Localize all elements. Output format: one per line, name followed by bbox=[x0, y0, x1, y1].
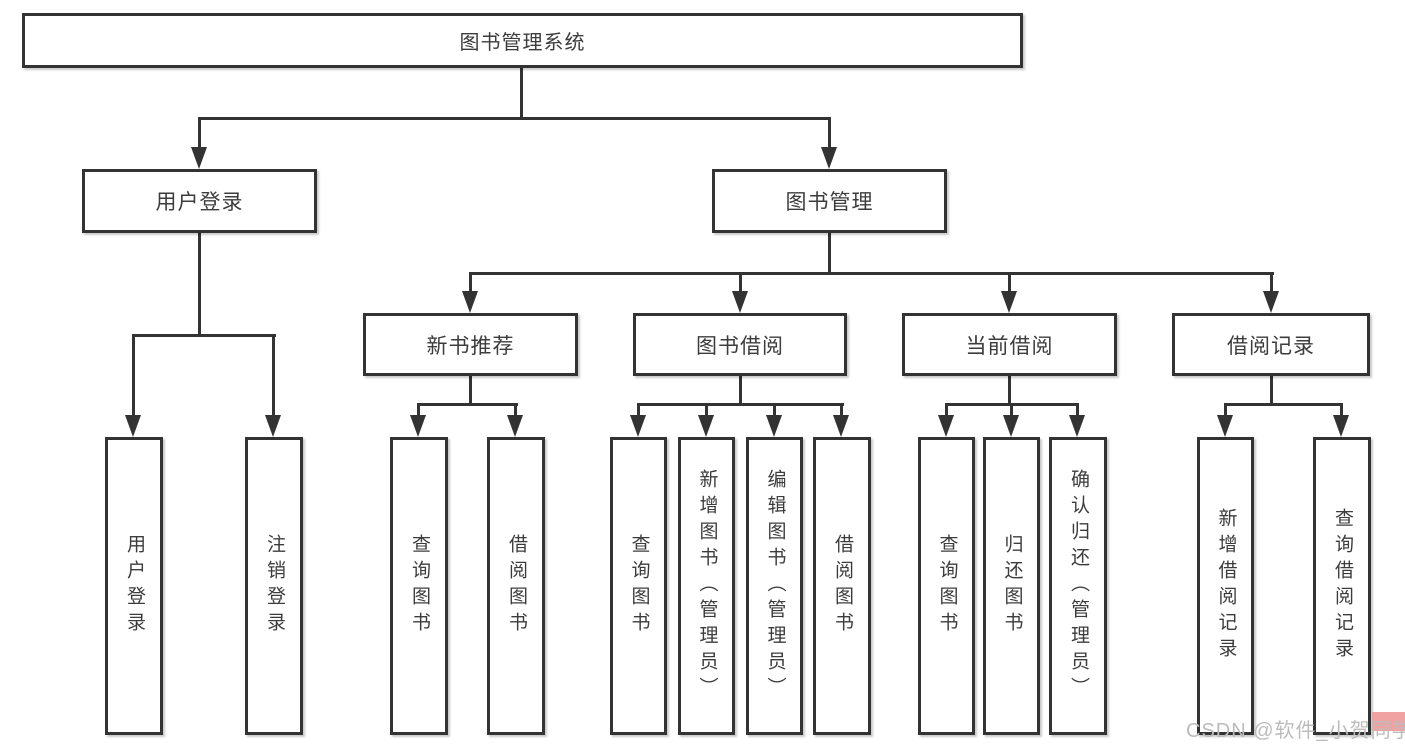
arrowhead-down bbox=[698, 415, 714, 437]
arrowhead-down bbox=[1217, 415, 1233, 437]
connector-line bbox=[132, 334, 135, 417]
arrowhead-down bbox=[1069, 415, 1085, 437]
arrowhead-down bbox=[938, 415, 954, 437]
arrowhead-down bbox=[766, 415, 782, 437]
connector-line bbox=[132, 334, 276, 337]
connector-line bbox=[469, 272, 1274, 275]
leaf-br-query-record: 查询借阅记录 bbox=[1313, 437, 1371, 735]
node-book-mgmt: 图书管理 bbox=[712, 169, 947, 233]
connector-line bbox=[1270, 272, 1273, 293]
connector-line bbox=[828, 233, 831, 275]
node-new-book-rec: 新书推荐 bbox=[363, 313, 578, 376]
connector-line bbox=[773, 403, 776, 417]
connector-line bbox=[514, 403, 517, 417]
arrowhead-down bbox=[265, 415, 281, 437]
connector-line bbox=[637, 403, 844, 406]
connector-line bbox=[637, 403, 640, 417]
arrowhead-down bbox=[462, 291, 478, 313]
node-user-login: 用户登录 bbox=[82, 169, 317, 233]
connector-line bbox=[469, 272, 472, 293]
leaf-bb-add-books-admin: 新增图书（管理员） bbox=[678, 437, 735, 735]
connector-line bbox=[1224, 403, 1343, 406]
leaf-rec-query-books: 查询图书 bbox=[390, 437, 448, 735]
connector-line bbox=[198, 117, 201, 149]
leaf-bb-query-books: 查询图书 bbox=[610, 437, 667, 735]
arrowhead-down bbox=[630, 415, 646, 437]
connector-line bbox=[1008, 272, 1011, 293]
node-current-borrow: 当前借阅 bbox=[902, 313, 1117, 376]
connector-line bbox=[520, 68, 523, 120]
leaf-bb-borrow-books: 借阅图书 bbox=[813, 437, 871, 735]
leaf-cb-confirm-return-admin: 确认归还（管理员） bbox=[1049, 437, 1107, 735]
connector-line bbox=[739, 272, 742, 293]
arrowhead-down bbox=[833, 415, 849, 437]
connector-line bbox=[1010, 403, 1013, 417]
connector-line bbox=[417, 403, 518, 406]
connector-line bbox=[417, 403, 420, 417]
arrowhead-down bbox=[732, 291, 748, 313]
connector-line bbox=[739, 376, 742, 406]
connector-line bbox=[1008, 376, 1011, 406]
connector-line bbox=[1270, 376, 1273, 406]
node-borrow-records: 借阅记录 bbox=[1172, 313, 1370, 376]
arrowhead-down bbox=[1263, 291, 1279, 313]
leaf-user-login: 用户登录 bbox=[105, 437, 163, 735]
leaf-logout: 注销登录 bbox=[245, 437, 303, 735]
node-root: 图书管理系统 bbox=[22, 13, 1023, 68]
leaf-br-add-record: 新增借阅记录 bbox=[1197, 437, 1254, 735]
leaf-bb-edit-books-admin: 编辑图书（管理员） bbox=[746, 437, 803, 735]
arrowhead-down bbox=[125, 415, 141, 437]
connector-line bbox=[198, 233, 201, 337]
arrowhead-down bbox=[191, 147, 207, 169]
connector-line bbox=[198, 117, 831, 120]
leaf-cb-return-books: 归还图书 bbox=[983, 437, 1040, 735]
connector-line bbox=[1224, 403, 1227, 417]
arrowhead-down bbox=[1003, 415, 1019, 437]
connector-line bbox=[272, 334, 275, 417]
leaf-cb-query-books: 查询图书 bbox=[918, 437, 975, 735]
leaf-rec-borrow-books: 借阅图书 bbox=[487, 437, 545, 735]
arrowhead-down bbox=[507, 415, 523, 437]
connector-line bbox=[469, 376, 472, 406]
node-book-borrow: 图书借阅 bbox=[633, 313, 847, 376]
watermark: CSDN @软件_小贺同学 bbox=[1186, 720, 1405, 742]
connector-line bbox=[705, 403, 708, 417]
watermark-highlight bbox=[1372, 712, 1405, 731]
connector-line bbox=[945, 403, 948, 417]
connector-line bbox=[840, 403, 843, 417]
arrowhead-down bbox=[410, 415, 426, 437]
connector-line bbox=[828, 117, 831, 149]
arrowhead-down bbox=[1333, 415, 1349, 437]
connector-line bbox=[1076, 403, 1079, 417]
arrowhead-down bbox=[821, 147, 837, 169]
connector-line bbox=[1340, 403, 1343, 417]
arrowhead-down bbox=[1001, 291, 1017, 313]
